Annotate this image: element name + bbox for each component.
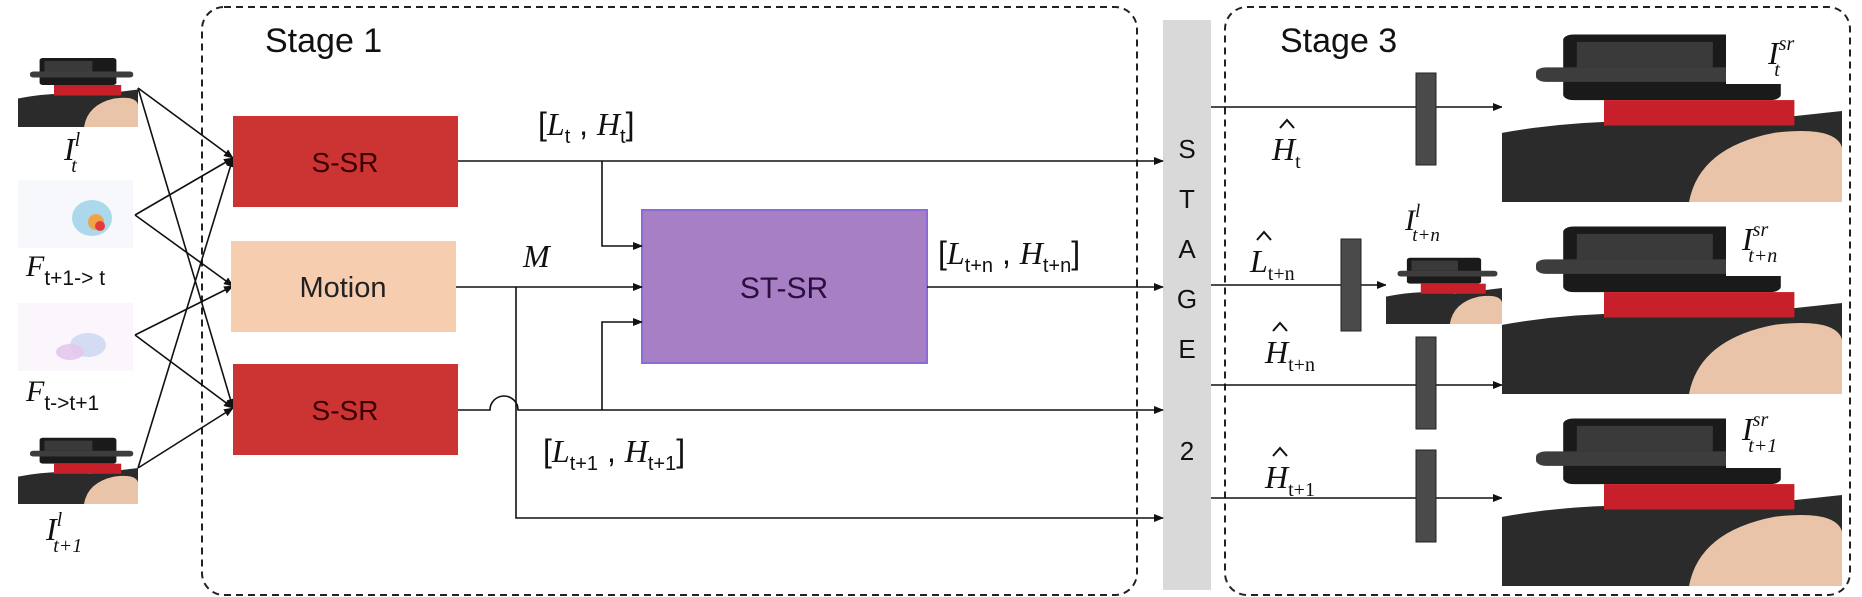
- stage2-label: S T A G E 2: [1177, 134, 1197, 466]
- h-t1-label: Ht+1: [1264, 446, 1315, 501]
- output-sr-t-image: [1502, 20, 1842, 202]
- stage2-bar: [1163, 20, 1211, 590]
- stage2-letter: T: [1179, 184, 1195, 214]
- refine-block-t: [1415, 72, 1437, 166]
- stage2-letter: S: [1178, 134, 1195, 164]
- output-sr-t1-image: [1502, 404, 1842, 586]
- input-frame-t-image: [18, 52, 138, 127]
- refine-block-tn: [1415, 336, 1437, 430]
- flow-t-t1-image: [18, 303, 133, 371]
- stage2-letter: G: [1177, 284, 1197, 314]
- ssr-bottom-label: S-SR: [312, 395, 379, 426]
- output-small-tn-image: [1386, 252, 1502, 324]
- stage3-title: Stage 3: [1280, 22, 1397, 60]
- stage2-letter: 2: [1180, 436, 1194, 466]
- refine-block-l-tn: [1340, 238, 1362, 332]
- motion-block: [231, 241, 456, 332]
- stage3-connectors: [1211, 103, 1503, 502]
- stage2-letter: A: [1178, 234, 1196, 264]
- h-tn-label: Ht+n: [1264, 321, 1315, 376]
- stsr-block: [641, 209, 928, 364]
- ssr-bottom-block: [233, 364, 458, 455]
- svg-text:Ht+1: Ht+1: [1264, 459, 1315, 501]
- stage2-letter: E: [1178, 334, 1195, 364]
- ssr-top-label: S-SR: [312, 147, 379, 178]
- svg-text:Lt+n: Lt+n: [1249, 243, 1295, 285]
- input-connectors: [134, 87, 235, 469]
- h-t-label: Ht: [1271, 118, 1301, 173]
- lh-t-label: [Lt , Ht]: [538, 106, 634, 148]
- stage1-connectors: [456, 157, 1164, 522]
- stsr-label: ST-SR: [740, 272, 828, 305]
- svg-text:Ht: Ht: [1271, 131, 1301, 173]
- svg-text:Ht+n: Ht+n: [1264, 334, 1315, 376]
- motion-label: Motion: [299, 272, 386, 304]
- flow-t1-t-label: Ft+1-> t: [25, 250, 105, 290]
- motion-output-label: M: [522, 238, 552, 274]
- output-sr-tn-image: [1502, 212, 1842, 394]
- l-tn-label: Lt+n: [1249, 230, 1295, 285]
- flow-t1-t-image: [18, 180, 133, 248]
- lh-t1-label: [Lt+1 , Ht+1]: [543, 433, 685, 475]
- lh-tn-label: [Lt+n , Ht+n]: [938, 235, 1080, 277]
- flow-t-t1-label: Ft->t+1: [25, 375, 99, 415]
- stage3-frame: [1224, 6, 1851, 596]
- refine-block-t1: [1415, 449, 1437, 543]
- input-frame-t1-image: [18, 432, 138, 504]
- stage1-title: Stage 1: [265, 22, 382, 60]
- ssr-top-block: [233, 116, 458, 207]
